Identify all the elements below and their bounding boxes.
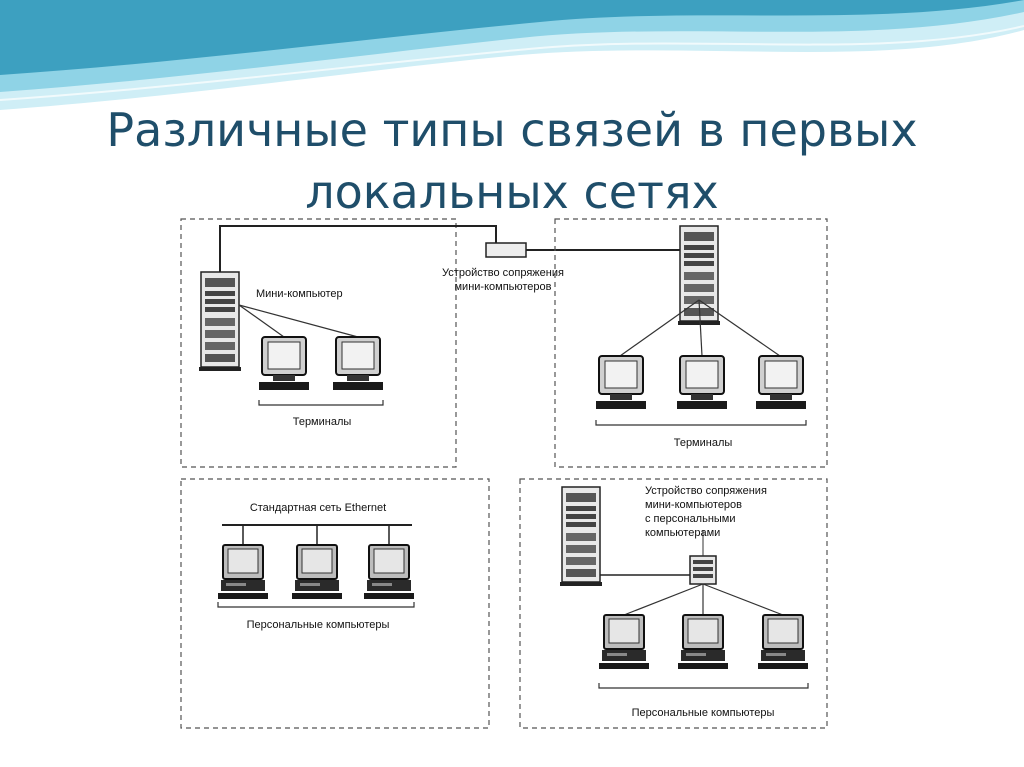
personal-computers-label: Персональные компьютеры bbox=[632, 707, 775, 719]
device-label-line2: мини-компьютеров bbox=[645, 499, 742, 511]
device-label-line1: Устройство сопряжения bbox=[645, 485, 767, 497]
bridge-label-line1: Устройство сопряжения bbox=[442, 267, 564, 279]
personal-computers-label: Персональные компьютеры bbox=[247, 619, 390, 631]
minicomputer-server-icon bbox=[559, 486, 603, 587]
personal-computer-icon bbox=[291, 544, 343, 600]
panel-ethernet-pcs: Стандартная сеть Ethernet Персональные к… bbox=[180, 478, 490, 729]
terminals-label: Терминалы bbox=[674, 437, 733, 449]
personal-computer-icon bbox=[677, 614, 729, 670]
terminal-icon bbox=[258, 336, 310, 391]
ethernet-label: Стандартная сеть Ethernet bbox=[250, 502, 386, 514]
personal-computer-icon bbox=[598, 614, 650, 670]
minicomputer-label: Мини-компьютер bbox=[256, 288, 343, 300]
device-label-line4: компьютерами bbox=[645, 527, 720, 539]
device-label-line3: с персональными bbox=[645, 513, 736, 525]
terminal-icon bbox=[595, 355, 647, 410]
slide-title: Различные типы связей в первых локальных… bbox=[40, 99, 984, 223]
panel-minicomputer-terminals-right: Терминалы bbox=[554, 218, 828, 468]
terminals-label: Терминалы bbox=[293, 416, 352, 428]
panel-minicomputer-pcs: Устройство сопряжения мини-компьютеров с… bbox=[519, 478, 828, 729]
terminal-icon bbox=[755, 355, 807, 410]
slide-title-line2: локальных сетях bbox=[305, 164, 719, 219]
slide-title-line1: Различные типы связей в первых bbox=[106, 102, 918, 157]
header-wave-decoration bbox=[0, 0, 1024, 110]
personal-computer-icon bbox=[757, 614, 809, 670]
terminal-icon bbox=[332, 336, 384, 391]
minicomputer-bridge: Устройство сопряжения мини-компьютеров bbox=[219, 225, 680, 293]
personal-computer-icon bbox=[363, 544, 415, 600]
bridge-device-icon bbox=[485, 242, 527, 258]
personal-computer-icon bbox=[217, 544, 269, 600]
minicomputer-server-icon bbox=[198, 271, 242, 372]
panel-minicomputer-terminals-left: Мини-компьютер Терминалы bbox=[180, 218, 457, 468]
bridge-label-line2: мини-компьютеров bbox=[454, 281, 551, 293]
terminal-icon bbox=[676, 355, 728, 410]
